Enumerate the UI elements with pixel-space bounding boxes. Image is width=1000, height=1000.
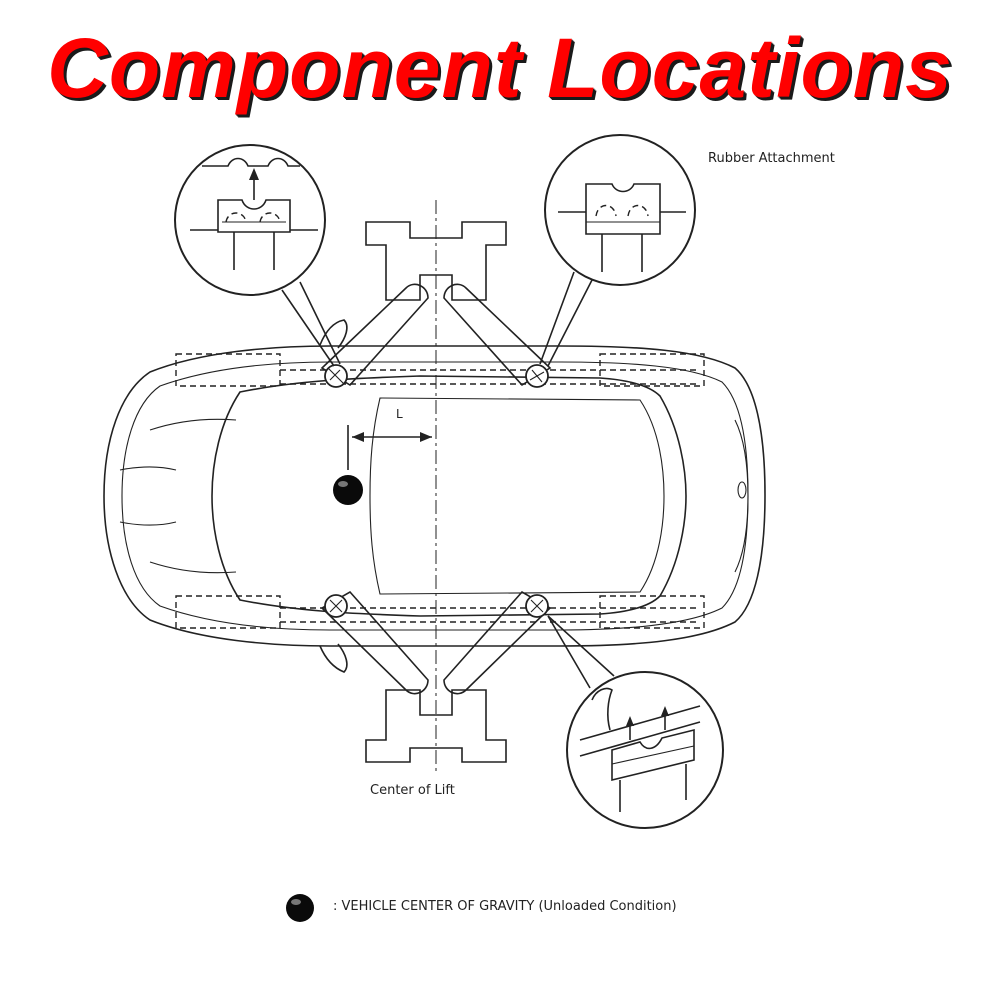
center-of-gravity-marker (333, 475, 363, 505)
page-title: Component Locations (47, 21, 953, 115)
legend-text: : VEHICLE CENTER OF GRAVITY (Unloaded Co… (333, 899, 677, 914)
legend-gravity-dot (286, 894, 314, 922)
distance-label: L (396, 407, 403, 421)
callout-rear-left (539, 134, 696, 367)
lift-post (365, 200, 507, 775)
callout-rear-right (547, 615, 724, 829)
distance-marker (347, 425, 432, 470)
rubber-attachment-label: Rubber Attachment (708, 151, 835, 166)
callout-front-left (174, 144, 341, 367)
lift-pads (324, 364, 549, 618)
vehicle-outline (103, 319, 766, 673)
lift-arms (320, 283, 552, 695)
center-of-lift-label: Center of Lift (370, 783, 455, 798)
legend (286, 894, 314, 922)
